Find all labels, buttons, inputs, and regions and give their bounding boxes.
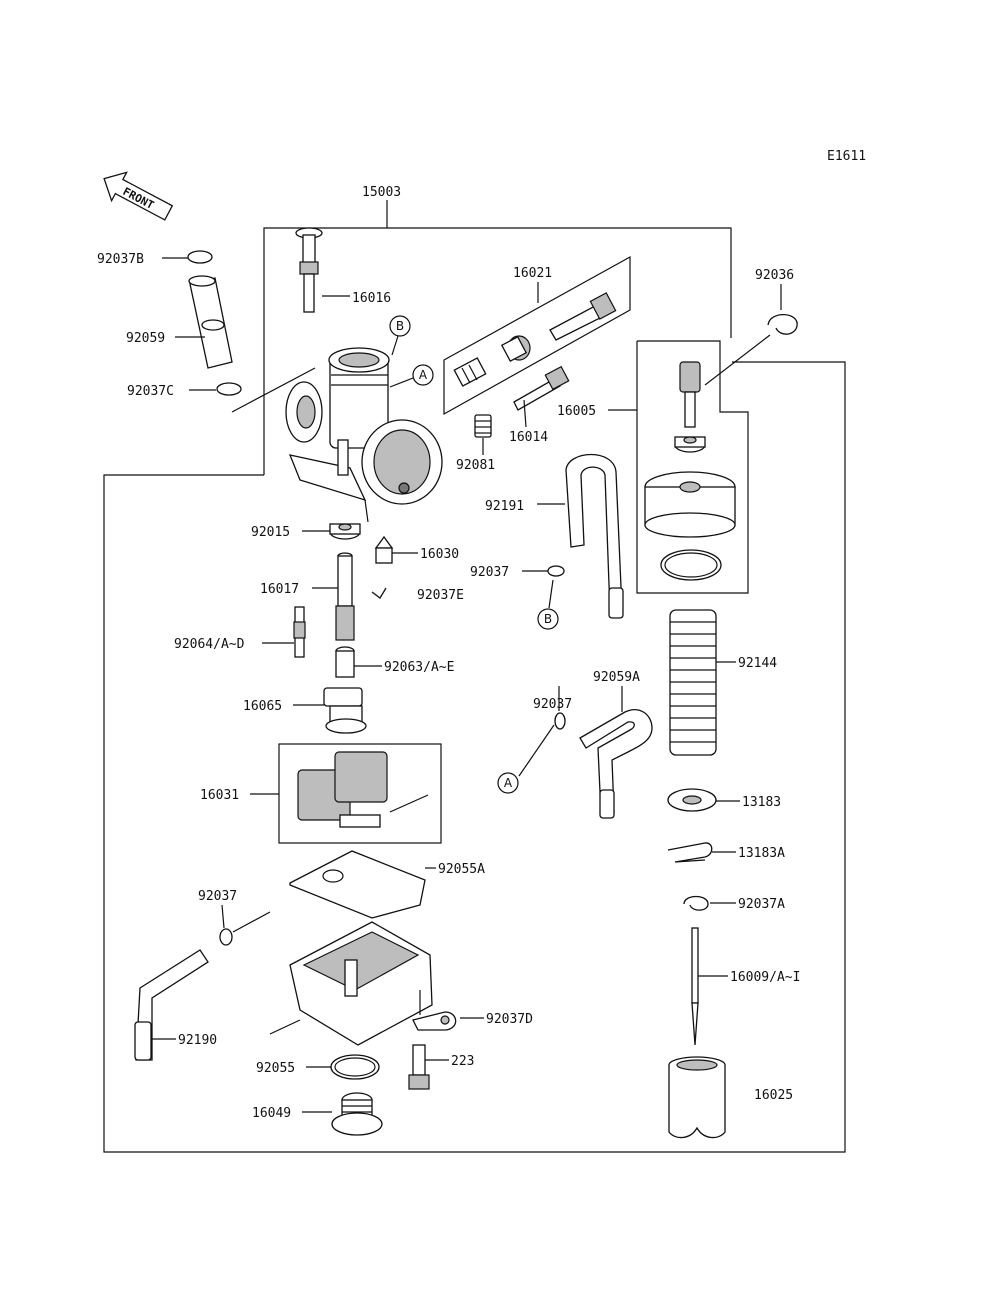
label-92037-mid: 92037 — [533, 697, 572, 712]
callout-A-top-label: A — [419, 368, 428, 382]
jet-16017 — [335, 552, 355, 641]
label-92036: 92036 — [755, 268, 794, 283]
label-16031: 16031 — [200, 788, 239, 803]
needle-16009 — [691, 927, 699, 1046]
top-cap — [644, 471, 736, 538]
clip-92037C — [216, 382, 242, 396]
label-92037C: 92037C — [127, 384, 174, 399]
clip-92037-top — [547, 565, 565, 577]
bolt-223 — [408, 1044, 430, 1090]
hose-92059 — [188, 275, 233, 369]
needle-jet-16065 — [323, 687, 367, 734]
screw-16016 — [295, 227, 323, 313]
label-92190: 92190 — [178, 1033, 217, 1048]
clip-92036 — [767, 313, 798, 335]
label-92055: 92055 — [256, 1061, 295, 1076]
callout-B-top — [389, 315, 411, 337]
nut — [674, 436, 706, 453]
callout-B-bottom — [537, 608, 559, 630]
label-92059A: 92059A — [593, 670, 640, 685]
label-16016: 16016 — [352, 291, 391, 306]
hose-92059A — [579, 709, 653, 819]
o-ring-cap — [660, 549, 722, 581]
nut-92015 — [329, 523, 361, 540]
clip-92037-mid — [554, 712, 566, 730]
front-arrow-icon: FRONT — [103, 171, 174, 221]
callout-B-bottom-label: B — [544, 612, 552, 626]
label-92037-top: 92037 — [470, 565, 509, 580]
label-92037E: 92037E — [417, 588, 464, 603]
hose-92190 — [134, 949, 209, 1061]
label-92063: 92063/A~E — [384, 660, 454, 675]
spring-small — [453, 357, 487, 387]
label-92037A: 92037A — [738, 897, 785, 912]
jet-kit-box — [443, 255, 631, 416]
callout-A-top — [412, 364, 434, 386]
hose-92191 — [565, 453, 624, 619]
jet-92063 — [335, 646, 355, 678]
callout-B-top-label: B — [396, 319, 404, 333]
plug-16049 — [331, 1092, 383, 1136]
adjuster-screw — [679, 361, 701, 428]
label-13183A: 13183A — [738, 846, 785, 861]
carburetor-body — [285, 347, 443, 523]
spring-92144 — [669, 609, 717, 756]
label-16005: 16005 — [557, 404, 596, 419]
diagram-code: E1611 — [827, 149, 866, 164]
label-92064: 92064/A~D — [174, 637, 245, 652]
bracket-92037D — [412, 1011, 457, 1031]
float-16031 — [297, 751, 429, 828]
clip-92037B — [187, 250, 213, 264]
label-16009: 16009/A~I — [730, 970, 800, 985]
label-16021: 16021 — [513, 266, 552, 281]
label-13183: 13183 — [742, 795, 781, 810]
label-16049: 16049 — [252, 1106, 291, 1121]
label-223: 223 — [451, 1054, 474, 1069]
float-bowl — [289, 921, 433, 1046]
label-92144: 92144 — [738, 656, 777, 671]
label-16014: 16014 — [509, 430, 548, 445]
label-92037D: 92037D — [486, 1012, 533, 1027]
label-92037B: 92037B — [97, 252, 144, 267]
spring-92081 — [474, 414, 492, 438]
jet-92064 — [293, 606, 306, 658]
label-16065: 16065 — [243, 699, 282, 714]
clip-92037-low — [219, 928, 233, 946]
jet-16021 — [549, 292, 617, 341]
label-92059: 92059 — [126, 331, 165, 346]
plate-13183A — [667, 842, 713, 863]
label-92015: 92015 — [251, 525, 290, 540]
clip-92037A — [683, 895, 709, 911]
callout-A-bottom — [497, 772, 519, 794]
label-16017: 16017 — [260, 582, 299, 597]
callout-A-bottom-label: A — [504, 776, 513, 790]
label-92081: 92081 — [456, 458, 495, 473]
label-92191: 92191 — [485, 499, 524, 514]
cap-kit-box — [636, 340, 749, 594]
label-92055A: 92055A — [438, 862, 485, 877]
needle-16014 — [513, 365, 570, 411]
jet-holder — [500, 335, 531, 363]
label-16025: 16025 — [754, 1088, 793, 1103]
clip-92037E — [371, 587, 387, 599]
throttle-valve-16025 — [668, 1056, 726, 1139]
assembly-bracket — [103, 200, 846, 1153]
label-16030: 16030 — [420, 547, 459, 562]
assembly-number: 15003 — [362, 185, 401, 200]
valve-16030 — [374, 535, 394, 564]
label-92037-low: 92037 — [198, 889, 237, 904]
gasket-92055A — [289, 850, 426, 919]
